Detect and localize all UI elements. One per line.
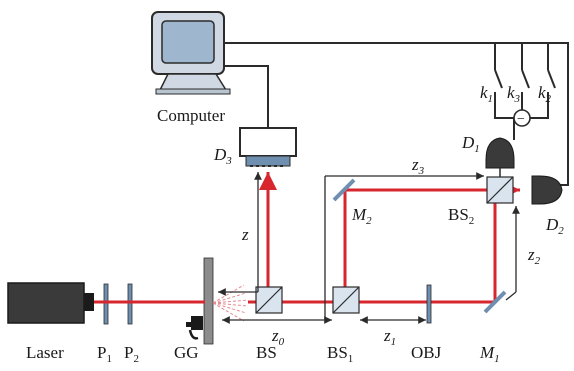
bs2-label: BS2 <box>448 205 474 227</box>
m1-label: M1 <box>479 343 500 365</box>
z3-label: z3 <box>411 155 425 177</box>
computer-monitor-icon <box>151 11 231 95</box>
minus-sign: − <box>517 112 525 127</box>
laser-label: Laser <box>26 343 64 362</box>
p1-label: P1 <box>97 343 112 365</box>
photodetector-d1 <box>485 137 515 169</box>
photodetector-d2 <box>531 175 563 205</box>
polarizer-p2 <box>127 283 133 325</box>
laser-beam <box>94 172 520 304</box>
bs-label: BS <box>256 343 277 362</box>
z0-label: z0 <box>271 326 285 348</box>
polarizer-p1 <box>103 283 109 325</box>
z1-label: z1 <box>383 326 396 348</box>
k3-label: k3 <box>507 83 521 105</box>
z2-label: z2 <box>527 245 541 267</box>
mirror-m1 <box>483 290 507 314</box>
motor-icon <box>186 316 203 340</box>
m2-label: M2 <box>351 205 372 227</box>
d3-label: D3 <box>213 145 232 167</box>
ccd-detector-icon <box>239 127 297 167</box>
beam-splitter-bs <box>255 286 283 314</box>
k1-label: k1 <box>480 83 493 105</box>
p2-label: P2 <box>124 343 139 365</box>
ground-glass-gg <box>203 257 214 345</box>
gg-label: GG <box>174 343 199 362</box>
beam-splitter-bs2 <box>486 176 514 204</box>
k2-label: k2 <box>538 83 552 105</box>
scattered-light <box>212 284 249 322</box>
d1-label: D1 <box>461 133 480 155</box>
object-obj <box>426 284 432 324</box>
computer-label: Computer <box>157 106 225 125</box>
obj-label: OBJ <box>411 343 442 362</box>
laser-body <box>7 282 94 324</box>
bs1-label: BS1 <box>327 343 353 365</box>
mirror-m2 <box>332 178 356 202</box>
z-label: z <box>241 225 249 244</box>
d2-label: D2 <box>545 215 564 237</box>
dimension-lines <box>218 172 520 324</box>
beam-splitter-bs1 <box>332 286 360 314</box>
differential-circuit-node <box>513 109 531 127</box>
